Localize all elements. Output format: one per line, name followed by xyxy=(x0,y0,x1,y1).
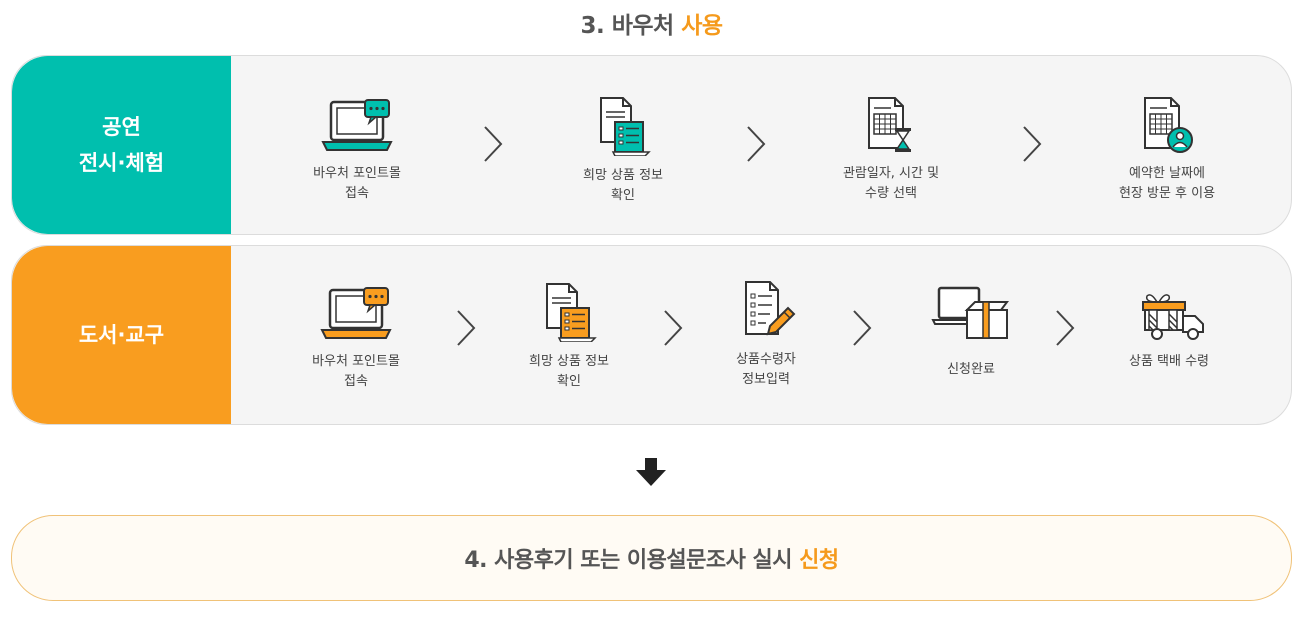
chevron-right-icon xyxy=(457,310,476,346)
title-prefix: 3. 바우처 xyxy=(580,13,682,39)
form-pencil-icon xyxy=(745,281,796,336)
step-label: 바우처 포인트몰 접속 xyxy=(312,354,400,389)
arrow-down-icon xyxy=(636,458,666,486)
process-row-books: 도서·교구 바우처 포인트몰 접속 희망 상품 정보 확인 xyxy=(11,245,1292,425)
chevron-right-icon xyxy=(484,126,503,162)
step-visit-on-date: 예약한 날짜에 현장 방문 후 이용 xyxy=(1092,96,1242,204)
step-receive-delivery: 상품 택배 수령 xyxy=(1094,282,1244,372)
laptop-chat-icon xyxy=(321,99,393,151)
step-label: 바우처 포인트몰 접속 xyxy=(313,166,401,201)
laptop-box-icon xyxy=(931,286,1009,339)
document-list-icon xyxy=(546,283,597,342)
calendar-person-icon xyxy=(1144,97,1193,153)
step-label: 상품 택배 수령 xyxy=(1128,354,1210,369)
step-connect-mall: 바우처 포인트몰 접속 xyxy=(282,96,432,204)
step-label: 신청완료 xyxy=(947,362,995,377)
section-title: 3. 바우처 사용 xyxy=(0,6,1303,40)
step-recipient-info: 상품수령자 정보입력 xyxy=(691,280,841,390)
calendar-hourglass-icon xyxy=(868,97,911,152)
category-label: 도서·교구 xyxy=(12,246,231,424)
chevron-right-icon xyxy=(664,310,683,346)
chevron-right-icon xyxy=(747,126,766,162)
banner-text: 4. 사용후기 또는 이용설문조사 실시 xyxy=(464,548,800,573)
category-label: 공연 전시·체험 xyxy=(12,56,231,234)
step-label: 상품수령자 정보입력 xyxy=(736,352,796,387)
process-row-performance: 공연 전시·체험 바우처 포인트몰 접속 희망 상품 정보 확인 xyxy=(11,55,1292,235)
step-application-complete: 신청완료 xyxy=(896,284,1046,380)
laptop-chat-icon xyxy=(320,287,392,339)
step-select-schedule: 관람일자, 시간 및 수량 선택 xyxy=(816,96,966,204)
step-label: 희망 상품 정보 확인 xyxy=(582,168,664,203)
step-product-info: 희망 상품 정보 확인 xyxy=(494,282,644,392)
chevron-right-icon xyxy=(1023,126,1042,162)
title-highlight: 사용 xyxy=(681,13,723,39)
next-step-banner: 4. 사용후기 또는 이용설문조사 실시 신청 xyxy=(11,515,1292,601)
document-list-icon xyxy=(600,97,651,156)
step-label: 희망 상품 정보 확인 xyxy=(528,354,610,389)
step-product-info: 희망 상품 정보 확인 xyxy=(548,96,698,206)
chevron-right-icon xyxy=(853,310,872,346)
step-label: 예약한 날짜에 현장 방문 후 이용 xyxy=(1118,166,1216,201)
banner-highlight: 신청 xyxy=(799,548,839,573)
chevron-right-icon xyxy=(1056,310,1075,346)
gift-truck-icon xyxy=(1142,294,1204,340)
step-label: 관람일자, 시간 및 수량 선택 xyxy=(842,166,940,201)
step-connect-mall: 바우처 포인트몰 접속 xyxy=(281,284,431,392)
